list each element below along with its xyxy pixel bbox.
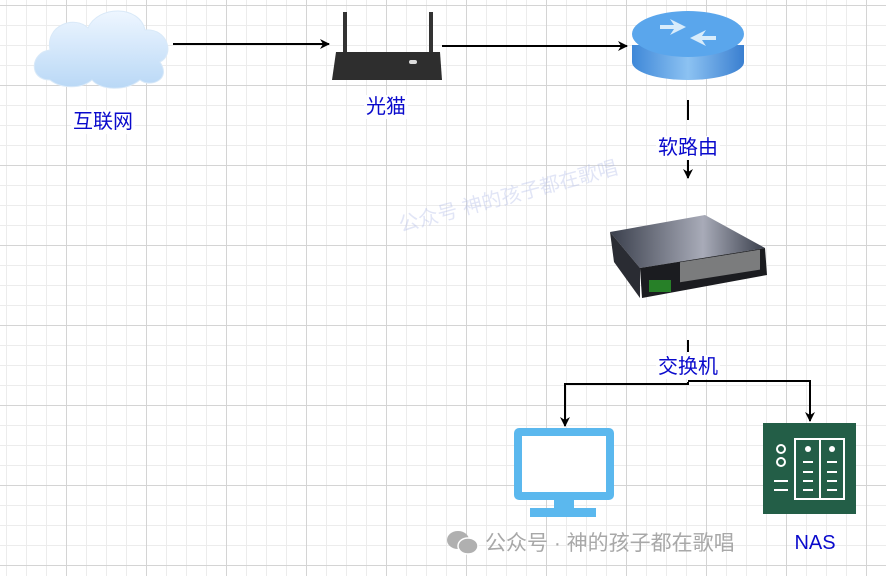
edge-switch-nas <box>688 380 815 422</box>
monitor-icon <box>514 428 614 517</box>
label-modem: 光猫 <box>364 95 408 119</box>
label-soft-router: 软路由 <box>656 136 720 160</box>
label-internet: 互联网 <box>71 110 135 134</box>
nas-icon <box>763 423 856 514</box>
edge-switch-pc <box>560 382 689 427</box>
footer-watermark-text: 公众号 · 神的孩子都在歌唱 <box>485 532 735 555</box>
wechat-icon <box>447 531 479 555</box>
footer-watermark: 公众号 · 神的孩子都在歌唱 <box>445 527 735 557</box>
switch-icon <box>610 215 767 298</box>
cloud-icon <box>33 10 169 89</box>
modem-icon <box>332 12 442 80</box>
label-switch: 交换机 <box>656 355 720 379</box>
router-icon <box>632 11 744 80</box>
label-nas: NAS <box>794 532 836 554</box>
